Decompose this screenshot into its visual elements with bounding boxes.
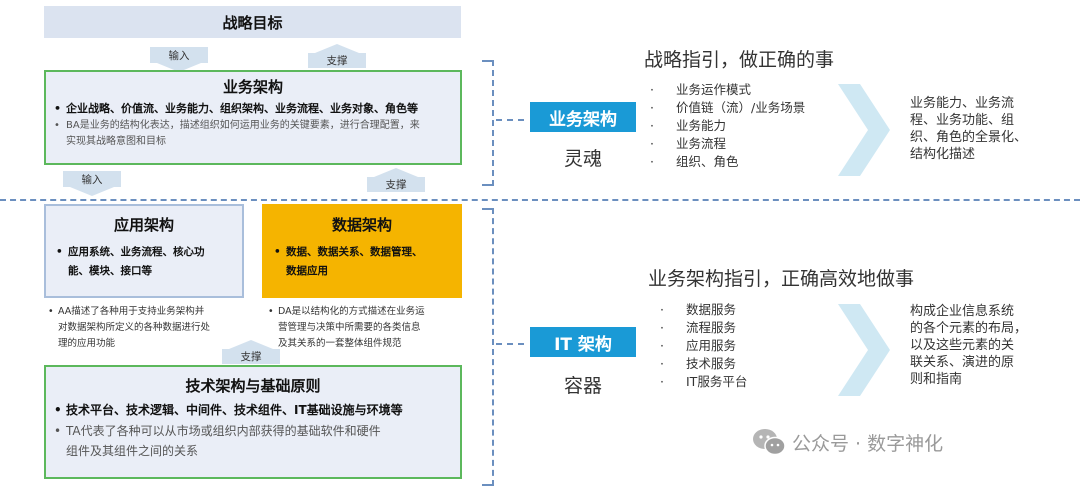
- business-description: 业务能力、业务流 程、业务功能、组 织、角色的全景化、 结构化描述: [910, 96, 1028, 162]
- data-architecture-title: 数据架构: [331, 216, 392, 234]
- technology-architecture-box: 技术架构与基础原则 •技术平台、技术逻辑、中间件、技术组件、IT基础设施与环境等…: [44, 365, 462, 479]
- arrow-label: 支撑: [308, 53, 366, 68]
- data-description: • DA是以结构化的方式描述在业务运 营管理与决策中所需要的各类信息 及其关系的…: [268, 306, 425, 349]
- data-bullet: • 数据、数据关系、数据管理、 数据应用: [274, 246, 423, 277]
- list-item: ·价值链（流）/业务场景: [650, 100, 806, 115]
- business-bullet-definition: • BA是业务的结构化表达，描述组织如何运用业务的关键要素，进行合理配置，来 实…: [54, 120, 420, 147]
- container-label: 容器: [563, 375, 602, 397]
- soul-label: 灵魂: [563, 148, 602, 170]
- business-architecture-title: 业务架构: [222, 78, 283, 96]
- support-arrow-up-top: 支撑: [308, 44, 366, 68]
- business-items-list: ·业务运作模式 ·价值链（流）/业务场景 ·业务能力 ·业务流程 ·组织、角色: [650, 81, 805, 171]
- business-architecture-box: 业务架构 •企业战略、价值流、业务能力、组织架构、业务流程、业务对象、角色等 •…: [44, 70, 462, 165]
- strategic-goal-bar: 战略目标: [44, 6, 461, 38]
- list-item: ·流程服务: [660, 320, 737, 335]
- list-item: ·业务运作模式: [650, 82, 752, 97]
- bracket-top: [482, 60, 494, 186]
- support-arrow-up-mid: 支撑: [367, 168, 425, 192]
- arrow-label: 输入: [63, 171, 121, 187]
- list-item: ·应用服务: [660, 338, 737, 353]
- chevron-right-icon: [838, 304, 890, 396]
- input-arrow-down-mid: 输入: [63, 171, 121, 196]
- arrow-label: 支撑: [367, 177, 425, 192]
- arrow-label: 支撑: [222, 349, 280, 364]
- list-item: ·数据服务: [660, 302, 737, 317]
- business-bullet-elements: •企业战略、价值流、业务能力、组织架构、业务流程、业务对象、角色等: [54, 102, 418, 115]
- watermark: 公众号 · 数字神化: [752, 428, 943, 456]
- input-arrow-down-top: 输入: [150, 47, 208, 72]
- chevron-right-icon: [838, 84, 890, 176]
- list-item: ·技术服务: [660, 356, 737, 371]
- section-divider: [0, 199, 1080, 201]
- support-arrow-up-tech: 支撑: [222, 340, 280, 364]
- technology-architecture-title: 技术架构与基础原则: [185, 377, 321, 395]
- application-bullet: • 应用系统、业务流程、核心功 能、模块、接口等: [56, 246, 205, 277]
- arrow-up-icon: [229, 340, 273, 349]
- technology-bullet-definition: • TA代表了各种可以从市场或组织内部获得的基础软件和硬件 组件及其组件之间的关…: [54, 424, 381, 458]
- list-item: ·业务流程: [650, 136, 727, 151]
- application-architecture-title: 应用架构: [113, 216, 174, 234]
- arrow-down-icon: [70, 187, 114, 196]
- it-items-list: ·数据服务 ·流程服务 ·应用服务 ·技术服务 ·IT服务平台: [660, 301, 747, 391]
- application-architecture-box: 应用架构 • 应用系统、业务流程、核心功 能、模块、接口等: [44, 204, 244, 298]
- business-guidance-heading: 战略指引，做正确的事: [644, 49, 835, 71]
- list-item: ·业务能力: [650, 118, 727, 133]
- data-architecture-box: 数据架构 • 数据、数据关系、数据管理、 数据应用: [262, 204, 462, 298]
- arrow-up-icon: [315, 44, 359, 53]
- connector-top: [496, 119, 524, 121]
- arrow-up-icon: [374, 168, 418, 177]
- wechat-icon: [753, 429, 786, 456]
- watermark-text: 公众号 · 数字神化: [792, 432, 944, 455]
- technology-bullet-elements: •技术平台、技术逻辑、中间件、技术组件、IT基础设施与环境等: [54, 403, 403, 417]
- strategic-goal-title: 战略目标: [222, 13, 283, 32]
- it-description: 构成企业信息系统 的各个元素的布局， 以及这些元素的关 联关系、演进的原 则和指…: [910, 304, 1028, 387]
- it-architecture-chip: IT 架构: [530, 327, 636, 357]
- arrow-label: 输入: [150, 47, 208, 63]
- list-item: ·IT服务平台: [660, 374, 748, 389]
- list-item: ·组织、角色: [650, 154, 739, 169]
- arrow-down-icon: [157, 63, 201, 72]
- bracket-bottom: [482, 208, 494, 486]
- it-guidance-heading: 业务架构指引，正确高效地做事: [648, 268, 915, 290]
- connector-bottom: [496, 343, 524, 345]
- application-description: • AA描述了各种用于支持业务架构并 对数据架构所定义的各种数据进行处 理的应用…: [48, 306, 211, 349]
- business-architecture-chip: 业务架构: [530, 102, 636, 132]
